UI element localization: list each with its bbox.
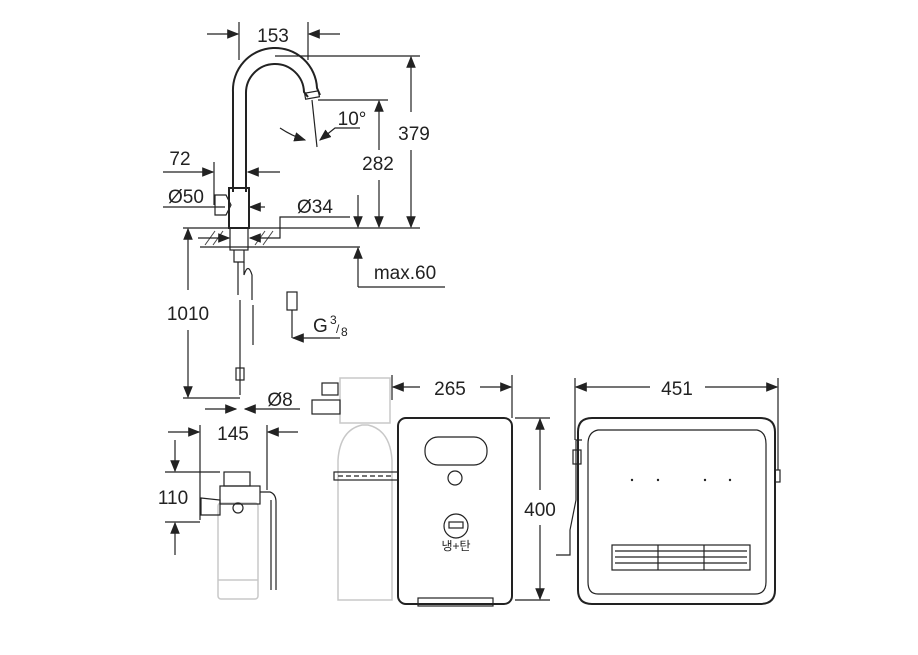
dim-hose-length: 1010: [167, 304, 209, 325]
dim-thread-den: 8: [341, 325, 348, 339]
panel-label: 냉+탄: [441, 539, 470, 553]
dim-filter-height: 110: [158, 488, 188, 509]
dim-base-diameter: Ø50: [168, 187, 204, 208]
dim-thread-g: G: [313, 316, 328, 337]
faucet: [214, 46, 321, 395]
dim-thread-num: 3: [330, 313, 337, 327]
dim-chiller-width: 451: [661, 379, 693, 400]
dim-chiller-depth: 265: [434, 379, 466, 400]
dim-total-height: 379: [398, 124, 430, 145]
co2-bottle: [311, 377, 399, 601]
dim-hole-diameter: Ø34: [297, 197, 333, 218]
chiller-side-view: 냉+탄 265 400: [391, 375, 556, 607]
dim-spout-height: 282: [362, 154, 394, 175]
dim-filter-width: 145: [217, 424, 249, 445]
dim-chiller-height: 400: [524, 500, 556, 521]
dim-hose-diameter: Ø8: [267, 390, 292, 411]
dim-base-offset: 72: [169, 149, 190, 170]
dim-counter-thickness: max.60: [374, 263, 436, 284]
faucet-dimensions: 153 379 282 10° 72 Ø50 Ø34 max.60 1010 G: [163, 22, 445, 414]
dim-spout-reach: 153: [257, 26, 289, 47]
chiller-front-view: 451: [556, 378, 781, 605]
dim-thread-slash: /: [336, 322, 340, 336]
dim-spout-angle: 10°: [338, 109, 367, 130]
filter: 145 110: [158, 424, 298, 600]
